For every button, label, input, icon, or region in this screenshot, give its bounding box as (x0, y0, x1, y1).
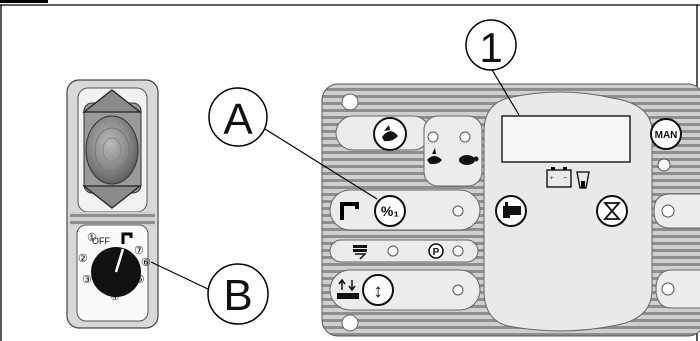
callout-1-label: 1 (479, 24, 502, 71)
dial-position-1: ① (87, 232, 97, 244)
dial-position-3: ③ (82, 274, 92, 286)
tank-full-icon (576, 171, 590, 189)
control-module-left: OFF ① ② ③ ④ ⑤ ⑥ ⑦ (66, 79, 159, 329)
dial-icon[interactable] (91, 247, 141, 297)
speed-button[interactable] (373, 117, 407, 151)
battery-icon: + − (546, 167, 572, 188)
updown-arrow: ↕ (373, 281, 383, 302)
squeegee-icon (353, 245, 367, 260)
speed-led-slow (459, 131, 471, 143)
callout-b-label: B (223, 271, 252, 320)
man-button-label: MAN (655, 130, 678, 141)
callout-1: 1 (465, 19, 520, 116)
dial-position-4: ④ (110, 291, 120, 303)
brush-updown-led (452, 284, 464, 296)
dial-position-7: ⑦ (134, 245, 144, 257)
man-button[interactable] (650, 118, 682, 150)
right-row-4-led (661, 282, 675, 296)
parking-led (452, 245, 464, 257)
percent-button[interactable]: %₁ (374, 195, 406, 227)
percent-led (452, 205, 464, 217)
right-row-2-led (661, 204, 675, 218)
dial-position-2-left: ② (78, 253, 88, 265)
brush-lift-icon (337, 278, 359, 299)
callout-b: B (150, 261, 269, 325)
lcd-display (501, 115, 631, 163)
man-led (657, 158, 671, 172)
brush-icon (503, 202, 521, 218)
rabbit-icon (427, 148, 442, 165)
dial-off-label: OFF (92, 236, 110, 246)
joystick-icon[interactable] (82, 89, 142, 209)
parking-indicator: P (428, 243, 444, 259)
right-row-2-pill (653, 193, 700, 229)
brush-updown-button[interactable]: ↕ (362, 274, 394, 306)
dial-position-6: ⑥ (141, 257, 151, 269)
dial-position-5: ⑤ (135, 274, 145, 286)
brush-button[interactable] (495, 195, 527, 227)
turtle-icon (459, 155, 479, 165)
svg-text:−: − (563, 175, 567, 182)
squeegee-led (387, 245, 399, 257)
hourglass-label: ⧖ (0, 0, 1, 1)
callout-a-label: A (223, 95, 253, 144)
speed-led-fast (427, 131, 439, 143)
svg-text:+: + (550, 176, 554, 182)
right-row-4-pill (655, 269, 700, 309)
callout-a: A (208, 87, 378, 200)
hourglass-button[interactable]: ⧖ (0, 0, 628, 227)
program-key-icon (340, 202, 359, 220)
percent-button-label: %₁ (381, 203, 399, 219)
parking-label: P (433, 247, 440, 258)
